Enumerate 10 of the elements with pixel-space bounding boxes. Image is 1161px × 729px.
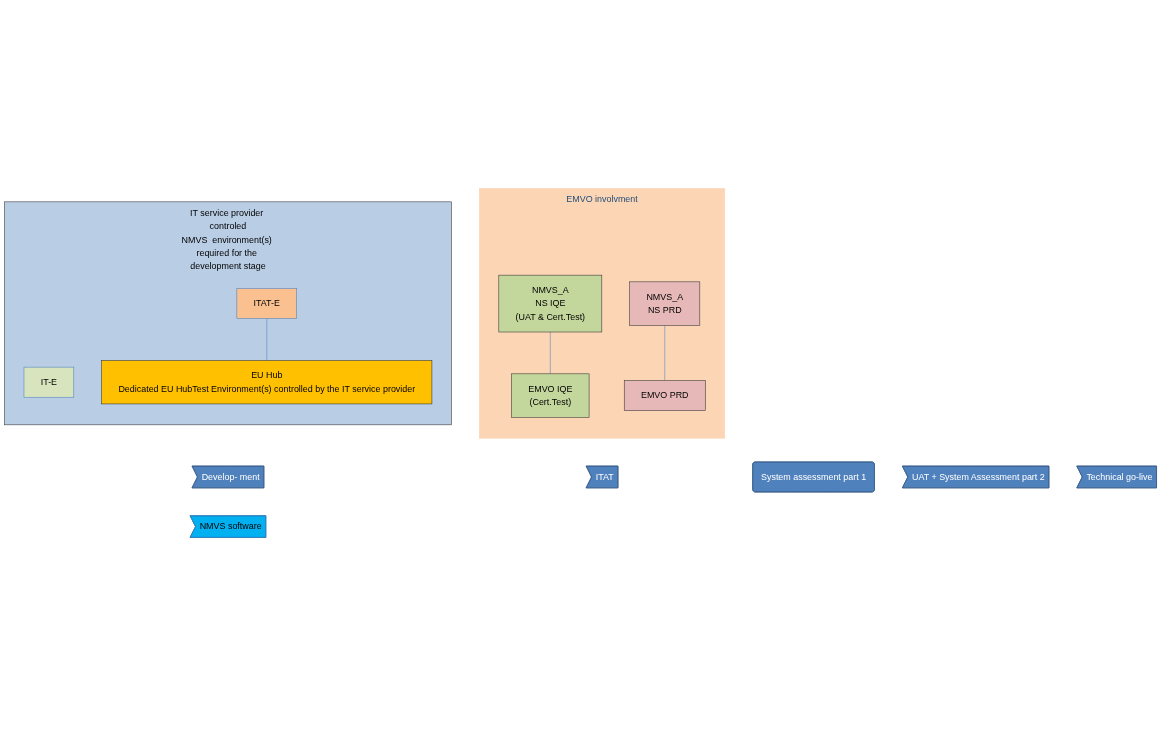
node-box: NMVS_A NS IQE (UAT & Cert.Test): [498, 274, 603, 332]
node-box: ITAT-E: [236, 287, 297, 319]
connector: [266, 317, 268, 361]
node-box: NMVS_A NS PRD: [629, 281, 701, 326]
connector: [664, 324, 666, 381]
node-box: IT-E: [23, 366, 75, 398]
node-box: EU Hub Dedicated EU HubTest Environment(s) controlled by the IT service provider: [101, 359, 433, 404]
node-box: EMVO PRD: [623, 379, 706, 411]
connector: [550, 331, 551, 374]
node-box: EMVO IQE (Cert.Test): [511, 373, 590, 418]
